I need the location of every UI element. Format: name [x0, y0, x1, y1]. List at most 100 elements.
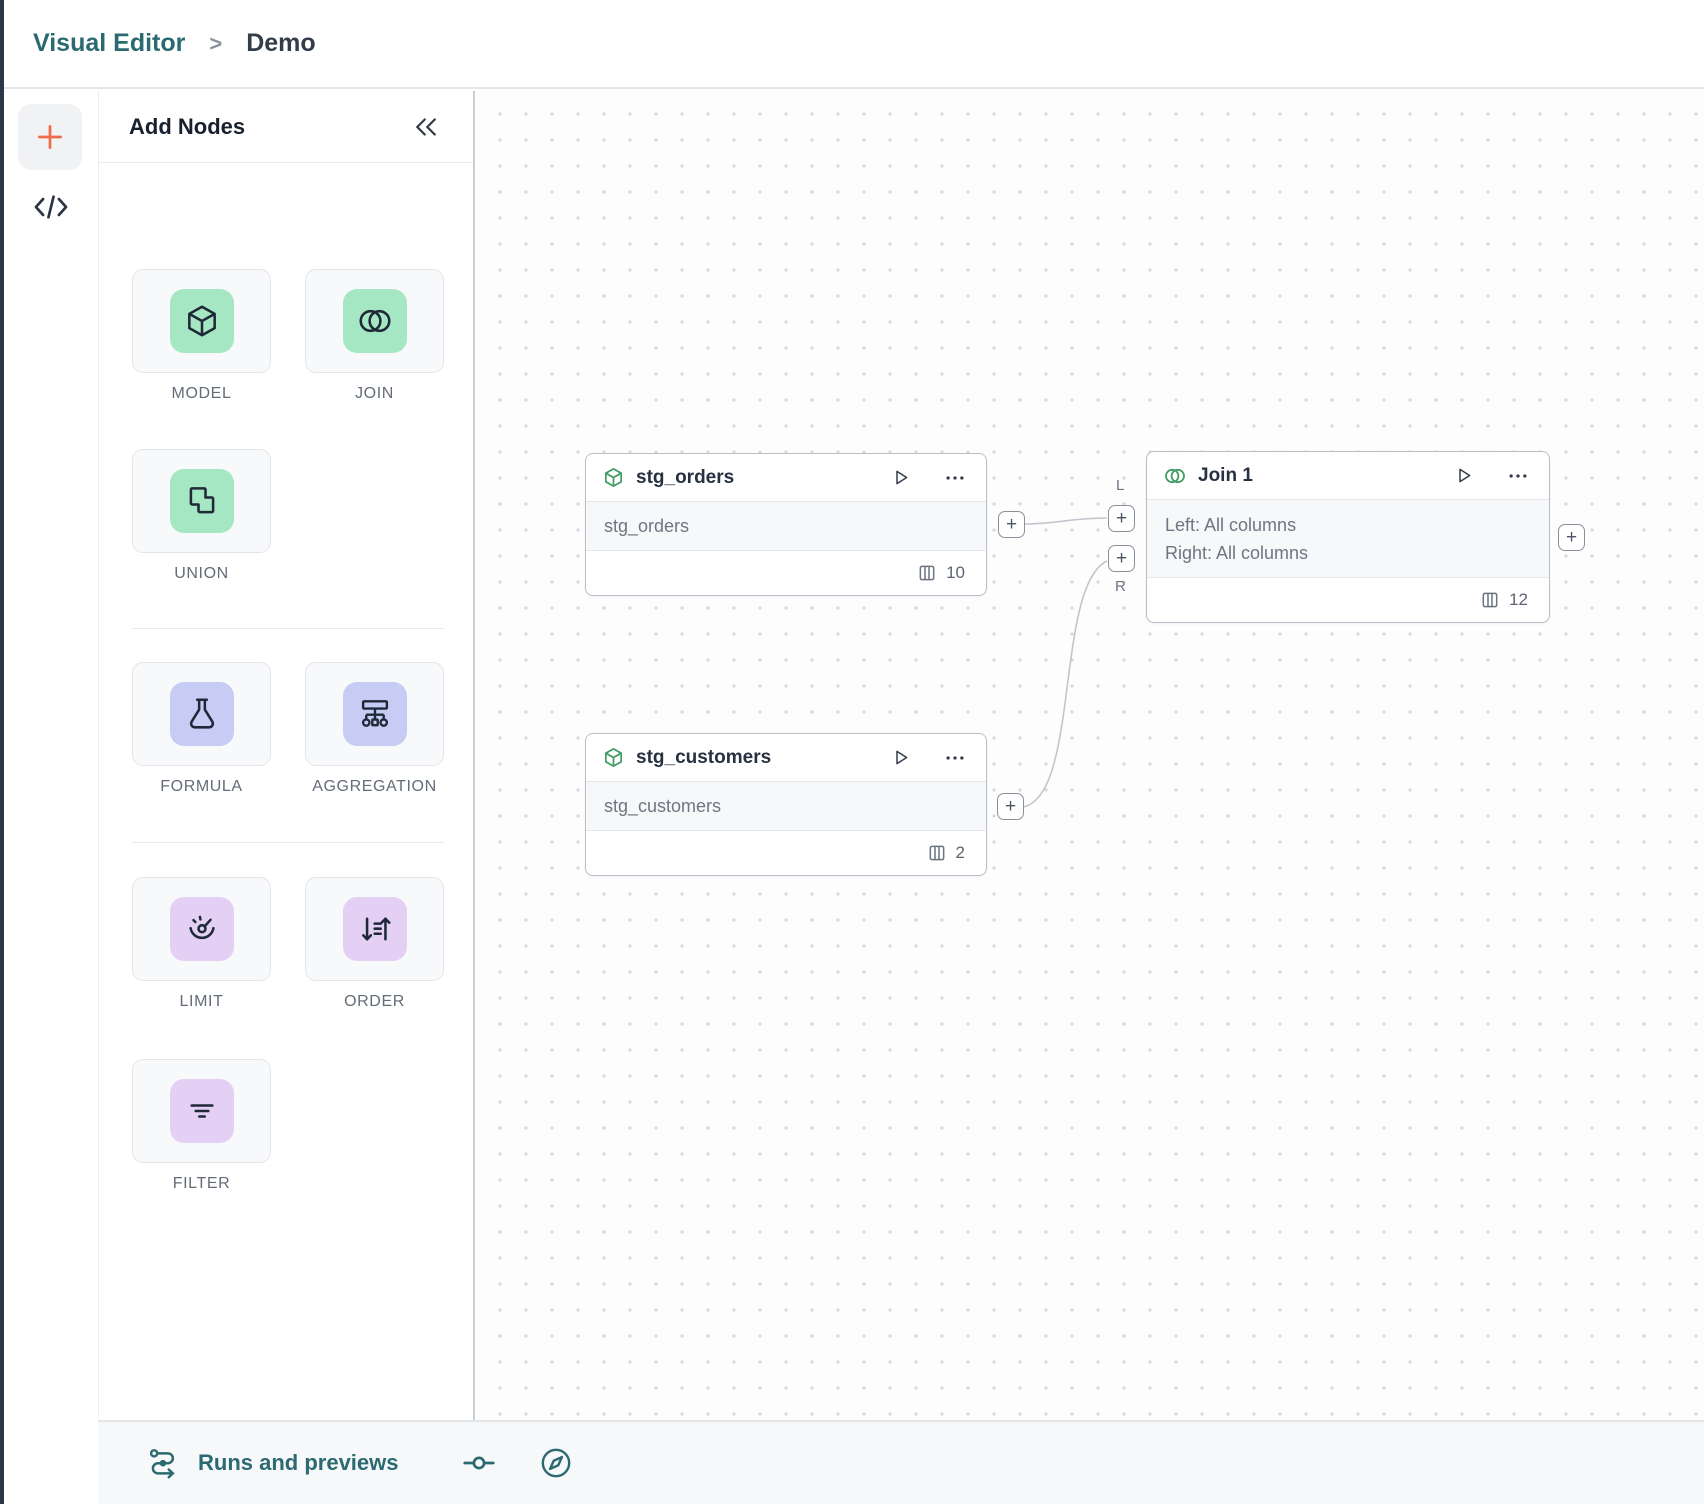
join-right-port-label: R: [1115, 578, 1126, 595]
run-node-button[interactable]: [886, 467, 915, 488]
gauge-icon: [188, 915, 215, 940]
join-right-input-port[interactable]: +: [1108, 545, 1135, 572]
join-right-summary: Right: All columns: [1165, 542, 1309, 563]
column-count: 10: [946, 563, 965, 582]
palette-divider: [132, 842, 444, 843]
columns-icon: [929, 845, 944, 861]
edge-orders-to-join-left: [1024, 517, 1108, 525]
window-left-edge: [0, 0, 4, 1504]
chevrons-left-icon: [416, 117, 436, 136]
palette-item-order[interactable]: [305, 877, 444, 981]
ellipsis-icon: [946, 755, 964, 760]
node-body: stg_customers: [586, 781, 986, 831]
node-body: Left: All columns Right: All columns: [1147, 499, 1549, 578]
navigate-button[interactable]: [539, 1446, 573, 1480]
output-port-stg-customers[interactable]: +: [997, 793, 1024, 820]
status-bar: Runs and previews: [98, 1420, 1704, 1504]
plus-icon: +: [1004, 796, 1017, 817]
node-body: stg_orders: [586, 501, 986, 551]
node-stg-customers[interactable]: stg_customers stg_customers 2: [585, 733, 987, 876]
plus-icon: [38, 125, 62, 149]
run-node-button[interactable]: [1449, 465, 1478, 486]
join-left-input-port[interactable]: +: [1108, 505, 1135, 532]
plus-icon: +: [1115, 508, 1128, 529]
node-footer: 2: [586, 831, 986, 875]
collapse-panel-button[interactable]: [411, 114, 441, 140]
palette-item-label: UNION: [174, 565, 229, 582]
node-title: Join 1: [1198, 464, 1253, 486]
node-join-1[interactable]: Join 1 Left: All columns Right: All colu…: [1146, 451, 1550, 623]
join-tile: [342, 289, 407, 353]
output-port-join[interactable]: +: [1558, 524, 1585, 551]
node-menu-button[interactable]: [1503, 465, 1533, 487]
palette-item-label: JOIN: [355, 385, 394, 402]
page-title: Demo: [246, 29, 316, 57]
node-title: stg_customers: [636, 746, 772, 768]
left-rail: [4, 91, 98, 1504]
palette-item-aggregation[interactable]: [305, 662, 444, 766]
commit-button[interactable]: [461, 1451, 497, 1475]
node-header: stg_customers: [586, 734, 986, 781]
play-icon: [896, 750, 908, 765]
join-circles-icon: [358, 309, 391, 333]
runs-and-previews-label: Runs and previews: [198, 1450, 399, 1475]
flask-icon: [189, 698, 214, 729]
palette-item-formula[interactable]: [132, 662, 271, 766]
node-menu-button[interactable]: [940, 747, 970, 769]
columns-icon: [919, 565, 935, 581]
compass-icon: [541, 1448, 570, 1478]
ellipsis-icon: [1509, 473, 1527, 478]
model-tile: [169, 289, 234, 353]
join-left-port-label: L: [1116, 477, 1125, 494]
palette-item-label: FORMULA: [160, 778, 243, 795]
cube-icon: [187, 305, 216, 337]
plus-icon: +: [1115, 548, 1128, 569]
plus-icon: +: [1005, 514, 1018, 535]
palette-item-join[interactable]: [305, 269, 444, 373]
node-title: stg_orders: [636, 466, 735, 488]
play-icon: [896, 470, 908, 485]
output-port-stg-orders[interactable]: +: [998, 511, 1025, 538]
union-shapes-icon: [189, 487, 214, 514]
palette-item-filter[interactable]: [132, 1059, 271, 1163]
breadcrumb-app-link[interactable]: Visual Editor: [33, 29, 186, 57]
node-header: stg_orders: [586, 454, 986, 501]
node-stg-orders[interactable]: stg_orders stg_orders 10: [585, 453, 987, 596]
columns-icon: [1482, 592, 1498, 608]
runs-and-previews-button[interactable]: [147, 1447, 180, 1480]
palette-item-model[interactable]: [132, 269, 271, 373]
node-header: Join 1: [1147, 452, 1549, 499]
node-menu-button[interactable]: [940, 467, 970, 489]
runs-icon: [149, 1448, 175, 1478]
palette-item-union[interactable]: [132, 449, 271, 553]
palette-item-limit[interactable]: [132, 877, 271, 981]
breadcrumb-separator: >: [209, 30, 223, 56]
hierarchy-icon: [361, 700, 388, 727]
order-tile: [342, 897, 407, 961]
add-nodes-panel: Add Nodes MODEL: [98, 91, 475, 1420]
limit-tile: [169, 897, 234, 961]
breadcrumb: Visual Editor > Demo: [4, 0, 1704, 89]
node-footer: 12: [1147, 578, 1549, 622]
aggregation-tile: [342, 682, 407, 746]
filter-tile: [169, 1079, 234, 1143]
join-left-summary: Left: All columns: [1165, 514, 1297, 535]
play-icon: [1459, 468, 1471, 483]
sort-icon: [361, 917, 391, 941]
git-commit-icon: [462, 1456, 495, 1470]
join-circles-icon: [1165, 468, 1185, 483]
plus-icon: +: [1565, 527, 1578, 548]
palette-item-label: LIMIT: [179, 993, 224, 1010]
palette-item-label: AGGREGATION: [312, 778, 437, 795]
code-view-button[interactable]: [28, 187, 74, 227]
run-node-button[interactable]: [886, 747, 915, 768]
palette-item-label: MODEL: [171, 385, 232, 402]
cube-icon: [604, 468, 623, 487]
node-source-label: stg_orders: [604, 516, 690, 536]
add-node-rail-button[interactable]: [18, 104, 82, 170]
palette-divider: [132, 628, 444, 629]
column-count: 12: [1509, 590, 1528, 609]
pipeline-canvas[interactable]: stg_orders stg_orders 10 stg_customers: [477, 91, 1704, 1420]
palette-grid: MODEL JOIN UNION: [99, 163, 473, 1192]
ellipsis-icon: [946, 475, 964, 480]
